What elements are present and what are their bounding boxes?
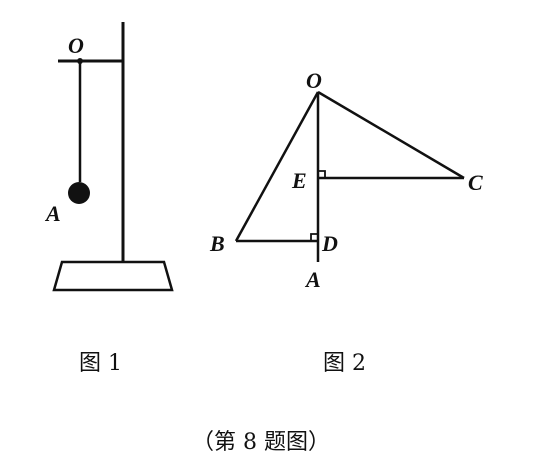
figure-2-label-e: E xyxy=(291,168,307,193)
figure-2-label-a: A xyxy=(304,267,321,292)
right-angle-mark-d xyxy=(310,233,318,241)
figure-2-geometry: O E C B D A 图 2 xyxy=(209,68,483,376)
figure-2-label-d: D xyxy=(321,231,338,256)
figure-1-pendulum: O A 图 1 xyxy=(44,22,174,376)
figure-2-label-b: B xyxy=(209,231,225,256)
problem-caption: （第 8 题图） xyxy=(192,430,330,455)
figure-1-label-a: A xyxy=(44,201,61,226)
pendulum-bob-a xyxy=(68,182,90,204)
stand-base xyxy=(52,260,174,292)
figure-2-caption: 图 2 xyxy=(323,351,366,376)
segment-oc xyxy=(317,90,465,180)
figure-1-caption: 图 1 xyxy=(79,351,122,376)
figure-1-label-o: O xyxy=(68,33,84,58)
segment-ob xyxy=(234,91,320,242)
figure-2-label-o: O xyxy=(306,68,322,93)
right-angle-mark-e xyxy=(318,170,326,178)
figure-2-label-c: C xyxy=(468,170,483,195)
